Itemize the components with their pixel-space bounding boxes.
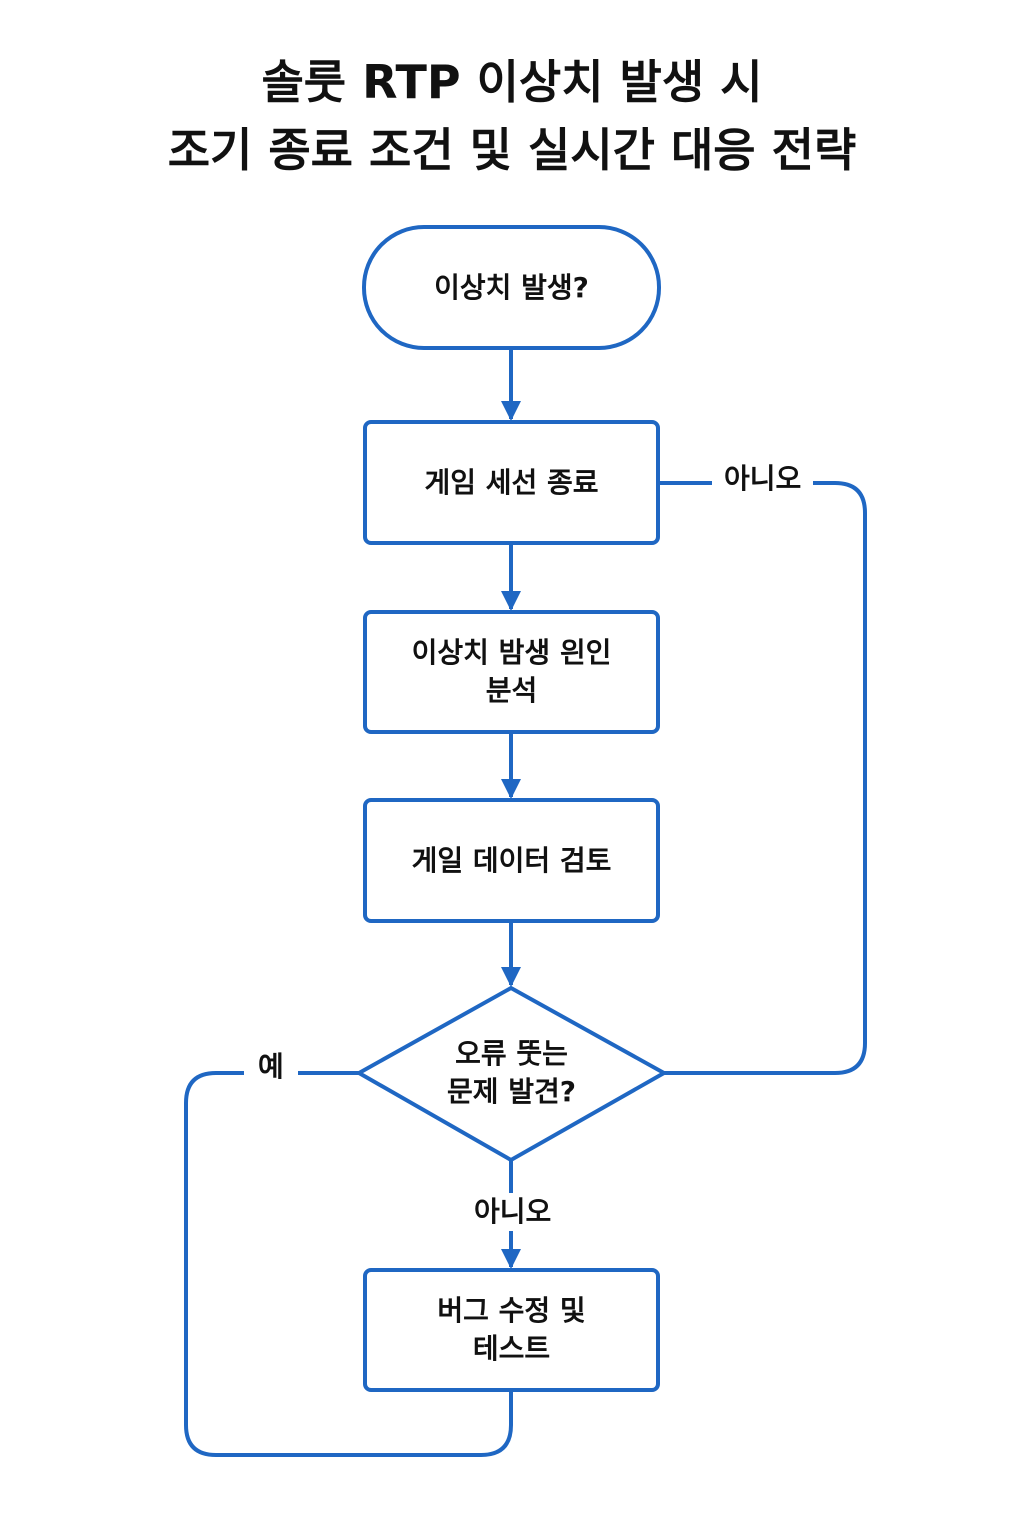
analyze-cause-line-2: 분석: [485, 674, 538, 707]
title-line-2: 조기 종료 조건 및 실시간 대응 전략: [167, 123, 857, 177]
review-data-label: 게일 데이터 검토: [411, 843, 612, 877]
decision-line-1: 오류 뚯는: [455, 1037, 568, 1070]
fix-test-line-2: 테스트: [472, 1332, 551, 1365]
loop-left-yes: [184, 1071, 513, 1457]
loop-right-no: [658, 481, 867, 1075]
start-node-label: 이상치 발생?: [434, 270, 589, 304]
decision-line-2: 문제 발견?: [446, 1075, 577, 1108]
analyze-cause-label: 이상치 밤생 읜인 분석: [365, 612, 658, 732]
analyze-cause-line-1: 이상치 밤생 읜인: [411, 636, 612, 669]
title-line-1: 솔룻 RTP 이상치 발생 시: [261, 55, 763, 109]
decision-label: 오류 뚯는 문제 발견?: [400, 1020, 623, 1126]
fix-test-label: 버그 수정 및 테스트: [365, 1270, 658, 1390]
edge-label-no-bottom: 아니오: [468, 1193, 558, 1231]
end-session-label: 게임 세선 종료: [424, 465, 599, 499]
edge-label-yes: 예: [244, 1050, 298, 1084]
edge-label-no-top: 아니오: [712, 462, 814, 496]
fix-test-line-1: 버그 수정 및: [437, 1294, 586, 1327]
